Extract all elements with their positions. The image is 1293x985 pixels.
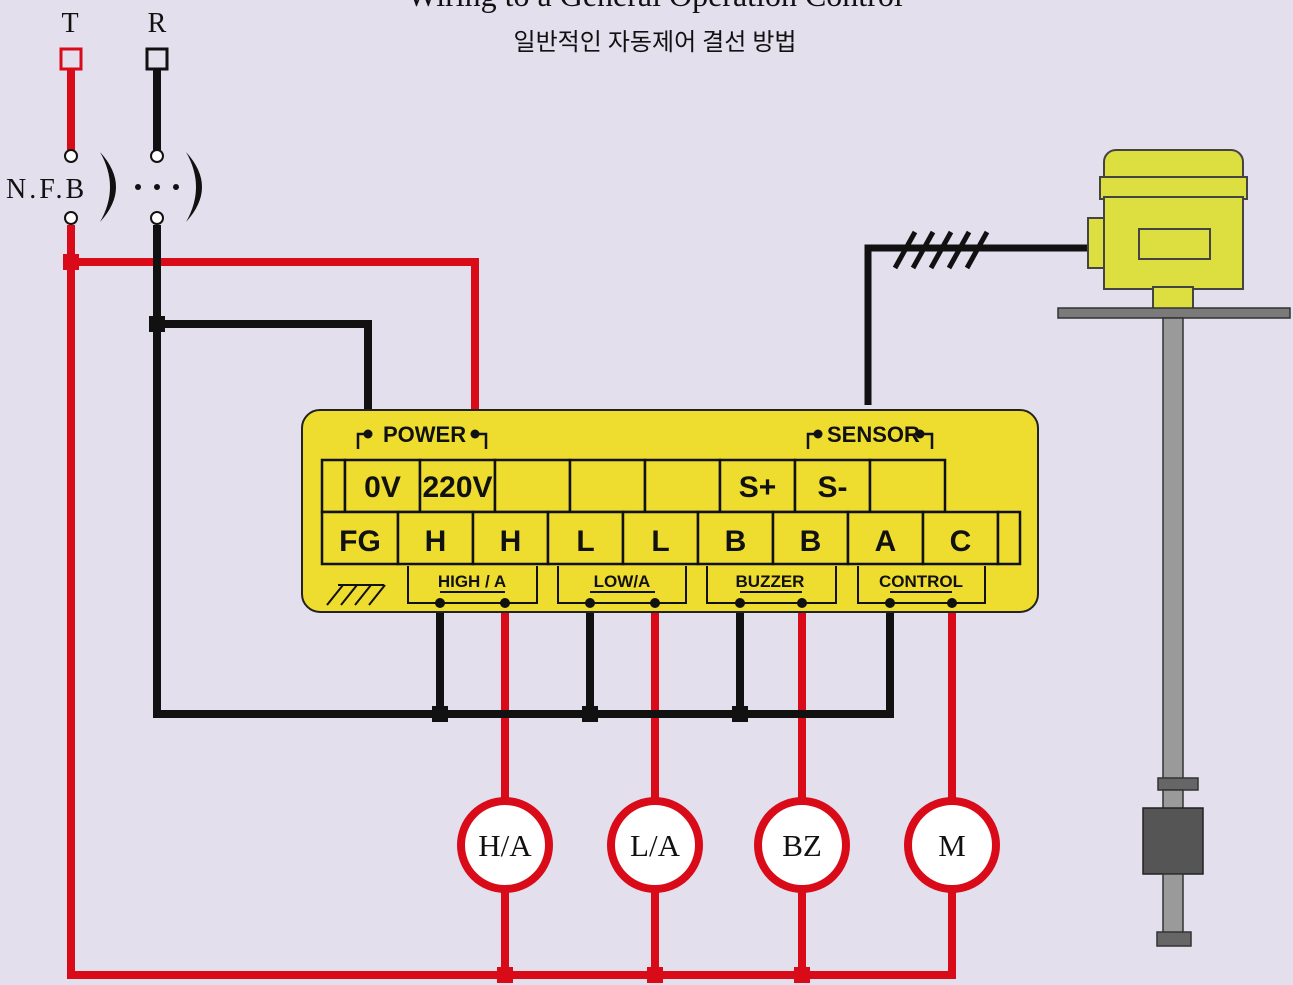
terminal-bottom-3: L xyxy=(546,510,625,566)
neutral-wires xyxy=(153,70,894,718)
level-sensor xyxy=(1057,149,1291,947)
terminal-t xyxy=(59,47,83,71)
live-wires xyxy=(67,70,956,979)
terminal-bottom-8: C xyxy=(921,510,1000,566)
terminal-top-4 xyxy=(568,458,647,514)
sensor-header: SENSOR xyxy=(806,422,934,449)
terminal-r-label: R xyxy=(148,8,167,39)
terminal-top-6: S+ xyxy=(718,458,797,514)
group-1: LOW/A xyxy=(557,566,687,608)
terminal-bottom-label: H xyxy=(425,525,447,558)
terminal-top-2: 220V xyxy=(418,458,497,514)
controller-panel: POWER SENSOR 0V 220V S+ S- FG H H L L B B A C HIGH … xyxy=(301,409,1039,613)
terminal-bottom-row: FG H H L L B B A C xyxy=(320,510,1022,566)
terminal-bottom-label: L xyxy=(651,525,669,558)
terminal-top-0 xyxy=(320,458,347,514)
terminal-bottom-label: B xyxy=(800,525,822,558)
sensor-label: SENSOR xyxy=(827,422,920,447)
terminal-bottom-label: L xyxy=(576,525,594,558)
terminal-r xyxy=(145,47,169,71)
terminal-top-5 xyxy=(643,458,722,514)
terminal-bottom-5: B xyxy=(696,510,775,566)
power-header: POWER xyxy=(356,422,488,449)
group-label: CONTROL xyxy=(879,572,963,591)
terminal-bottom-label: C xyxy=(950,525,972,558)
terminal-top-label: 0V xyxy=(364,471,401,504)
terminal-top-7: S- xyxy=(793,458,872,514)
terminal-bottom-label: B xyxy=(725,525,747,558)
load-label: BZ xyxy=(782,828,822,863)
group-3: CONTROL xyxy=(857,566,986,608)
sensor-cable xyxy=(864,230,1090,405)
terminal-top-label: 220V xyxy=(422,471,492,504)
terminal-bottom-label: A xyxy=(875,525,897,558)
terminal-bottom-6: B xyxy=(771,510,850,566)
load-1: L/A xyxy=(607,797,703,893)
nfb-label: N.F.B xyxy=(6,174,87,205)
load-3: M xyxy=(904,797,1000,893)
load-0: H/A xyxy=(457,797,553,893)
load-lamps: H/A L/A BZ M xyxy=(457,797,1000,893)
load-label: M xyxy=(938,828,966,863)
terminal-top-3 xyxy=(493,458,572,514)
diagram-subtitle: 일반적인 자동제어 결선 방법 xyxy=(514,29,797,56)
group-label: BUZZER xyxy=(736,572,805,591)
terminal-top-label: S+ xyxy=(739,471,777,504)
load-label: L/A xyxy=(630,828,681,863)
group-label: HIGH / A xyxy=(438,572,506,591)
terminal-bottom-0: FG xyxy=(320,510,400,566)
group-2: BUZZER xyxy=(706,566,837,608)
terminal-top-row: 0V 220V S+ S- xyxy=(320,458,947,514)
group-label: LOW/A xyxy=(594,572,651,591)
nfb-breaker: N.F.B xyxy=(6,149,202,225)
terminal-top-1: 0V xyxy=(343,458,422,514)
terminal-bottom-4: L xyxy=(621,510,700,566)
live-junctions xyxy=(63,254,810,983)
ground-symbol xyxy=(326,584,386,606)
terminal-groups: HIGH / A LOW/A BUZZER CONTROL xyxy=(407,566,986,608)
terminal-bottom-spare xyxy=(996,510,1022,566)
group-0: HIGH / A xyxy=(407,566,538,608)
terminal-t-label: T xyxy=(61,8,78,39)
terminal-top-label: S- xyxy=(818,471,848,504)
terminal-bottom-label: FG xyxy=(339,525,381,558)
diagram-title: Wiring to a General Operation Control xyxy=(407,0,903,13)
load-2: BZ xyxy=(754,797,850,893)
terminal-bottom-label: H xyxy=(500,525,522,558)
power-label: POWER xyxy=(383,422,466,447)
load-label: H/A xyxy=(478,828,532,863)
terminal-bottom-1: H xyxy=(396,510,475,566)
terminal-bottom-7: A xyxy=(846,510,925,566)
terminal-bottom-2: H xyxy=(471,510,550,566)
terminal-top-8 xyxy=(868,458,947,514)
neutral-junctions xyxy=(149,316,748,722)
